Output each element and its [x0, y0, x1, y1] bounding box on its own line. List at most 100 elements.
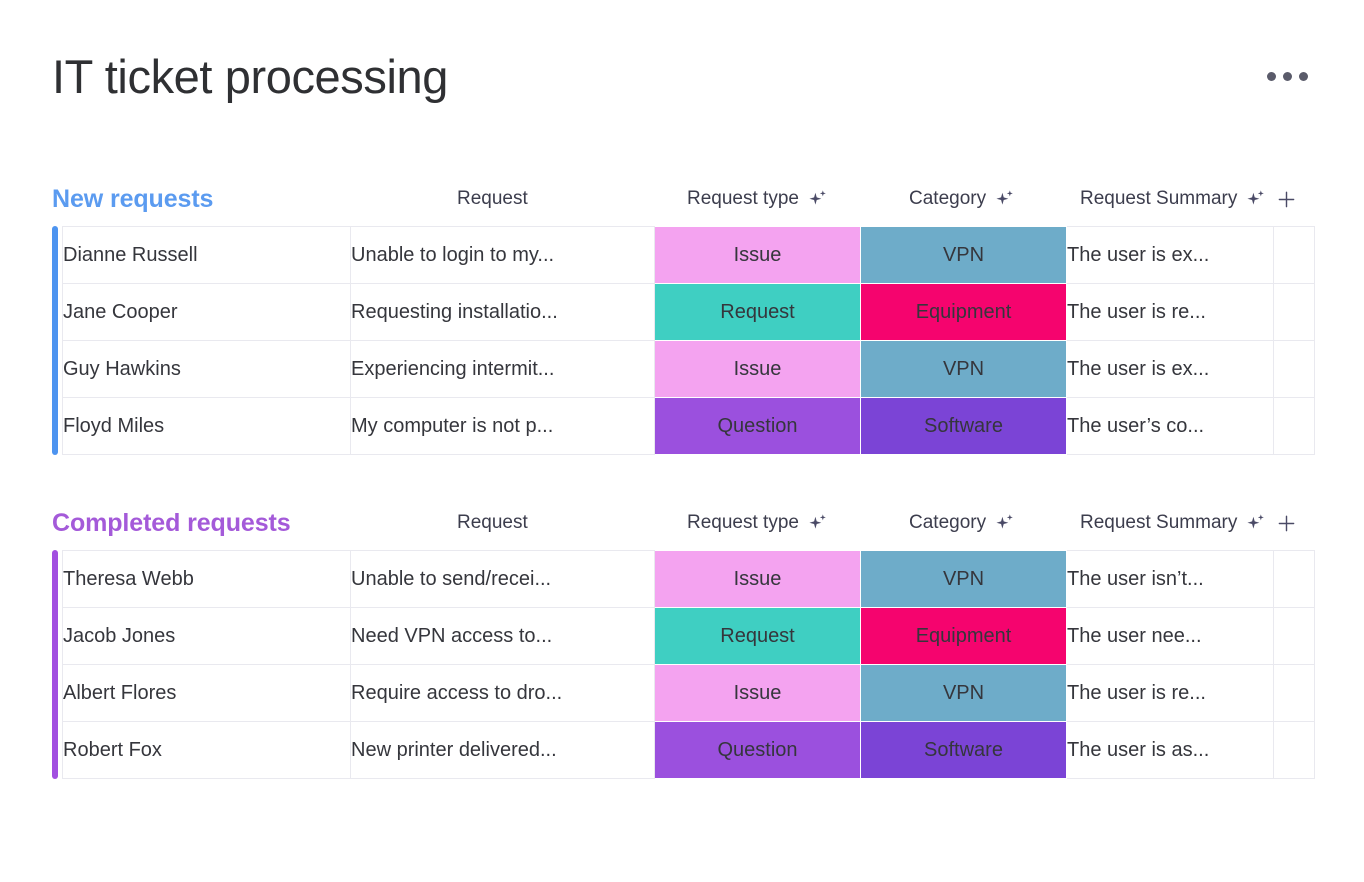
table-row[interactable]: Guy Hawkins Experiencing intermit... Iss… — [62, 340, 1315, 398]
cell-request-type[interactable]: Request — [654, 283, 861, 341]
sparkle-icon — [1247, 513, 1265, 529]
column-header-request-summary[interactable]: Request Summary — [1080, 512, 1296, 534]
cell-summary[interactable]: The user is ex... — [1066, 340, 1274, 398]
table-completed-requests: Theresa Webb Unable to send/recei... Iss… — [52, 550, 1315, 779]
sparkle-icon — [809, 189, 826, 205]
table-row[interactable]: Floyd Miles My computer is not p... Ques… — [62, 397, 1315, 455]
cell-request[interactable]: My computer is not p... — [350, 397, 655, 455]
sparkle-icon — [996, 189, 1013, 205]
cell-summary[interactable]: The user isn’t... — [1066, 550, 1274, 608]
plus-icon[interactable] — [1277, 514, 1296, 533]
column-header-request-type[interactable]: Request type — [687, 188, 828, 210]
column-header-request-type[interactable]: Request type — [687, 512, 828, 534]
cell-request-type[interactable]: Question — [654, 721, 861, 779]
cell-request[interactable]: Unable to send/recei... — [350, 550, 655, 608]
column-header-request-type-label: Request type — [687, 188, 799, 209]
cell-blank[interactable] — [1273, 397, 1315, 455]
table-row[interactable]: Robert Fox New printer delivered... Ques… — [62, 721, 1315, 779]
column-headers: Request Request type Category — [52, 500, 1314, 546]
cell-name[interactable]: Robert Fox — [62, 721, 351, 779]
cell-category[interactable]: VPN — [860, 340, 1067, 398]
cell-category[interactable]: Equipment — [860, 283, 1067, 341]
column-headers: Request Request type Category — [52, 176, 1314, 222]
cell-summary[interactable]: The user is as... — [1066, 721, 1274, 779]
cell-request-type[interactable]: Issue — [654, 226, 861, 284]
plus-icon[interactable] — [1277, 190, 1296, 209]
cell-name[interactable]: Dianne Russell — [62, 226, 351, 284]
section-header-row: New requests Request Request type Catego… — [52, 176, 1314, 222]
table-new-requests: Dianne Russell Unable to login to my... … — [52, 226, 1315, 455]
cell-blank[interactable] — [1273, 721, 1315, 779]
cell-name[interactable]: Jane Cooper — [62, 283, 351, 341]
column-header-category-label: Category — [909, 188, 987, 209]
column-header-request-summary-label: Request Summary — [1080, 512, 1238, 533]
cell-request[interactable]: Requesting installatio... — [350, 283, 655, 341]
cell-request[interactable]: Need VPN access to... — [350, 607, 655, 665]
cell-request-type[interactable]: Request — [654, 607, 861, 665]
section-title-new-requests: New requests — [52, 184, 214, 213]
cell-category[interactable]: VPN — [860, 226, 1067, 284]
table-row[interactable]: Dianne Russell Unable to login to my... … — [62, 226, 1315, 284]
column-header-category-label: Category — [909, 512, 987, 533]
accent-bar-completed-requests — [52, 550, 58, 779]
table-row[interactable]: Theresa Webb Unable to send/recei... Iss… — [62, 550, 1315, 608]
table-body: Dianne Russell Unable to login to my... … — [62, 226, 1315, 455]
column-header-request-summary[interactable]: Request Summary — [1080, 188, 1296, 210]
kebab-dot-1 — [1267, 71, 1276, 81]
column-header-request-type-label: Request type — [687, 512, 799, 533]
table-row[interactable]: Jane Cooper Requesting installatio... Re… — [62, 283, 1315, 341]
cell-request[interactable]: Unable to login to my... — [350, 226, 655, 284]
cell-summary[interactable]: The user is re... — [1066, 664, 1274, 722]
page-header: IT ticket processing — [52, 44, 1312, 108]
column-header-category[interactable]: Category — [909, 188, 1015, 210]
section-title-completed-requests: Completed requests — [52, 508, 291, 537]
cell-category[interactable]: Software — [860, 397, 1067, 455]
page-title: IT ticket processing — [52, 49, 449, 103]
table-row[interactable]: Albert Flores Require access to dro... I… — [62, 664, 1315, 722]
cell-name[interactable]: Guy Hawkins — [62, 340, 351, 398]
cell-category[interactable]: Equipment — [860, 607, 1067, 665]
cell-request[interactable]: New printer delivered... — [350, 721, 655, 779]
cell-name[interactable]: Floyd Miles — [62, 397, 351, 455]
section-completed-requests: Completed requests Request Request type … — [52, 500, 1315, 779]
cell-blank[interactable] — [1273, 340, 1315, 398]
sparkle-icon — [996, 513, 1013, 529]
cell-category[interactable]: Software — [860, 721, 1067, 779]
column-header-request-label: Request — [457, 512, 528, 533]
kebab-dot-2 — [1283, 71, 1292, 81]
cell-blank[interactable] — [1273, 283, 1315, 341]
cell-name[interactable]: Albert Flores — [62, 664, 351, 722]
column-header-request[interactable]: Request — [457, 188, 528, 210]
sparkle-icon — [1247, 189, 1265, 205]
kebab-dot-3 — [1299, 71, 1308, 81]
cell-summary[interactable]: The user nee... — [1066, 607, 1274, 665]
cell-category[interactable]: VPN — [860, 550, 1067, 608]
column-header-request-label: Request — [457, 188, 528, 209]
cell-request-type[interactable]: Question — [654, 397, 861, 455]
cell-summary[interactable]: The user is re... — [1066, 283, 1274, 341]
cell-summary[interactable]: The user’s co... — [1066, 397, 1274, 455]
accent-bar-new-requests — [52, 226, 58, 455]
kebab-menu-icon[interactable] — [1263, 64, 1312, 89]
cell-request-type[interactable]: Issue — [654, 550, 861, 608]
table-row[interactable]: Jacob Jones Need VPN access to... Reques… — [62, 607, 1315, 665]
cell-summary[interactable]: The user is ex... — [1066, 226, 1274, 284]
cell-blank[interactable] — [1273, 550, 1315, 608]
section-new-requests: New requests Request Request type Catego… — [52, 176, 1315, 455]
column-header-request[interactable]: Request — [457, 512, 528, 534]
sparkle-icon — [809, 513, 826, 529]
cell-name[interactable]: Theresa Webb — [62, 550, 351, 608]
section-header-row: Completed requests Request Request type … — [52, 500, 1314, 546]
cell-blank[interactable] — [1273, 664, 1315, 722]
cell-request-type[interactable]: Issue — [654, 340, 861, 398]
cell-category[interactable]: VPN — [860, 664, 1067, 722]
cell-request[interactable]: Require access to dro... — [350, 664, 655, 722]
cell-request[interactable]: Experiencing intermit... — [350, 340, 655, 398]
cell-name[interactable]: Jacob Jones — [62, 607, 351, 665]
cell-request-type[interactable]: Issue — [654, 664, 861, 722]
cell-blank[interactable] — [1273, 607, 1315, 665]
column-header-category[interactable]: Category — [909, 512, 1015, 534]
cell-blank[interactable] — [1273, 226, 1315, 284]
table-body: Theresa Webb Unable to send/recei... Iss… — [62, 550, 1315, 779]
